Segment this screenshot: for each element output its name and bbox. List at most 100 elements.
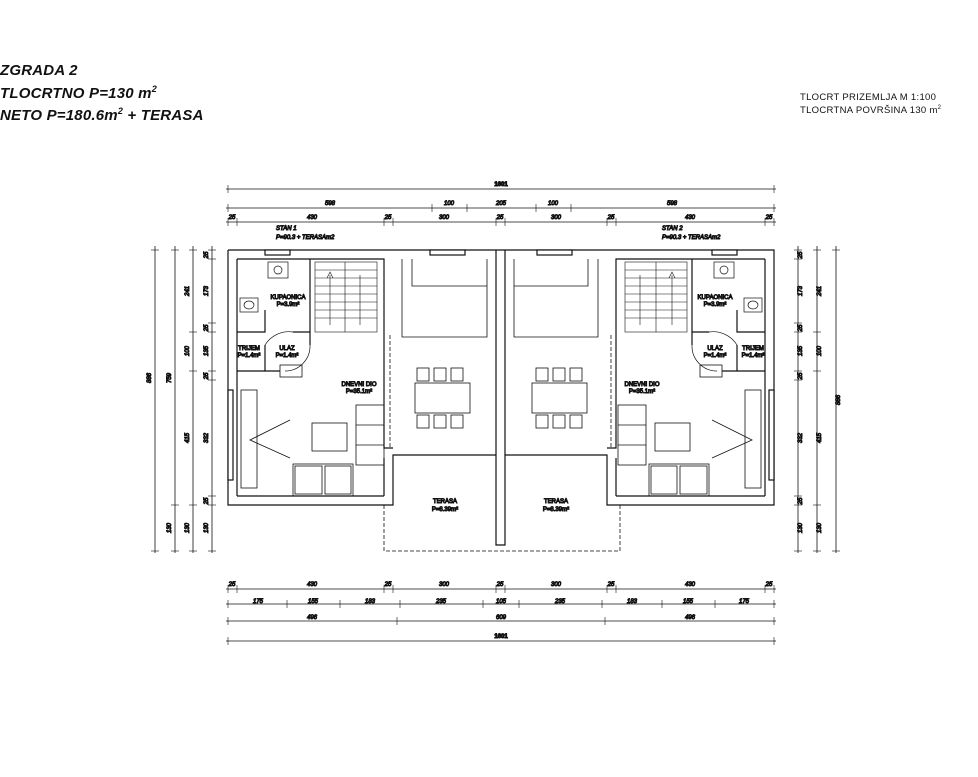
left-dim: 759	[167, 372, 173, 383]
left-dim: 130	[167, 522, 173, 533]
room-label: TERASA	[544, 499, 568, 505]
left-dim: 25	[204, 497, 210, 505]
bottom-dim: 496	[685, 615, 696, 621]
room-label: DNEVNI DIO	[341, 382, 376, 388]
bottom-dim: 25	[228, 582, 236, 588]
staircase-right	[624, 261, 688, 333]
right-dim: 886	[836, 394, 842, 405]
top-dim: 25	[765, 215, 773, 221]
top-dim: 430	[307, 215, 318, 221]
top-dim: 205	[495, 201, 507, 207]
top-dim: 300	[439, 215, 450, 221]
room-area: P=1.4m²	[704, 353, 727, 359]
room-label: KUPAONICA	[698, 295, 733, 301]
right-dim: 415	[817, 432, 823, 443]
right-dim: 173	[798, 285, 804, 296]
bottom-dim: 155	[683, 599, 694, 605]
bottom-dim: 235	[435, 599, 447, 605]
room-area: P=3.9m²	[704, 302, 727, 308]
top-dim: 300	[551, 215, 562, 221]
bottom-dim: 496	[307, 615, 318, 621]
room-area: P=3.9m²	[277, 302, 300, 308]
left-dim: 25	[204, 372, 210, 380]
unit-area: P=90.3 + TERASAm2	[276, 235, 335, 241]
bottom-dim: 235	[554, 599, 566, 605]
bottom-dim: 105	[496, 599, 507, 605]
room-area: P=8.39m²	[432, 507, 458, 513]
room-area: P=1.4m²	[742, 353, 765, 359]
bottom-dim: 183	[365, 599, 376, 605]
top-total-dim: 1601	[494, 182, 508, 188]
room-label: ULAZ	[707, 346, 723, 352]
bottom-dim: 175	[253, 599, 264, 605]
top-dim: 25	[607, 215, 615, 221]
top-dim: 25	[384, 215, 392, 221]
right-dim: 25	[798, 251, 804, 259]
right-dim: 130	[817, 522, 823, 533]
left-dim: 241	[185, 286, 191, 297]
bathroom-fixtures	[239, 261, 763, 372]
right-dim: 25	[798, 372, 804, 380]
top-dim: 100	[548, 201, 559, 207]
room-area: P=35.1m²	[629, 389, 655, 395]
staircase-left	[314, 261, 378, 333]
top-dim: 25	[228, 215, 236, 221]
room-area: P=1.4m²	[238, 353, 261, 359]
bottom-dim: 609	[496, 615, 507, 621]
plan-area-title: TLOCRTNO P=130 m2	[0, 84, 157, 102]
top-dim: 598	[667, 201, 678, 207]
left-dim: 415	[185, 432, 191, 443]
terrace-outline	[383, 335, 621, 552]
kitchen-left	[401, 259, 488, 429]
unit-title: STAN 1	[276, 226, 297, 232]
living-room-left	[240, 364, 385, 497]
bottom-total-dim: 1601	[494, 634, 508, 640]
room-label: TRIJEM	[742, 346, 764, 352]
left-dim: 332	[204, 432, 210, 443]
bottom-dim: 25	[607, 582, 615, 588]
plan-surface-label: TLOCRTNA POVRŠINA 130 m2	[800, 105, 942, 117]
bottom-dim: 183	[627, 599, 638, 605]
net-area-title: NETO P=180.6m2 + TERASA	[0, 106, 204, 124]
left-dim: 25	[204, 324, 210, 332]
right-dim: 241	[817, 286, 823, 297]
right-dim: 332	[798, 432, 804, 443]
room-label: ULAZ	[279, 346, 295, 352]
right-dim: 135	[798, 345, 804, 356]
right-dimension-chain	[794, 246, 840, 553]
right-dim: 130	[798, 522, 804, 533]
room-area: P=8.39m²	[543, 507, 569, 513]
left-dimension-chain	[151, 246, 216, 553]
plan-scale-label: TLOCRT PRIZEMLJA M 1:100	[800, 92, 937, 103]
bottom-dim: 25	[384, 582, 392, 588]
left-dim: 100	[185, 345, 191, 356]
bottom-dim: 155	[308, 599, 319, 605]
left-dim: 135	[204, 345, 210, 356]
unit-title: STAN 2	[662, 226, 683, 232]
right-dim: 25	[798, 324, 804, 332]
right-dim: 25	[798, 497, 804, 505]
left-dim: 886	[147, 372, 153, 383]
top-dim: 25	[496, 215, 504, 221]
bottom-dim: 300	[439, 582, 450, 588]
bottom-dim: 300	[551, 582, 562, 588]
bottom-dim: 25	[496, 582, 504, 588]
left-dim: 173	[204, 285, 210, 296]
bottom-dimension-chain	[226, 585, 776, 645]
living-room-right	[617, 364, 762, 497]
room-label: DNEVNI DIO	[624, 382, 659, 388]
kitchen-right	[513, 259, 599, 429]
building-walls	[227, 249, 775, 546]
bottom-dim: 430	[685, 582, 696, 588]
top-dim: 598	[325, 201, 336, 207]
top-dimension-chain	[226, 185, 776, 226]
top-dim: 430	[685, 215, 696, 221]
left-dim: 130	[185, 522, 191, 533]
room-area: P=1.4m²	[276, 353, 299, 359]
bottom-dim: 175	[739, 599, 750, 605]
room-label: KUPAONICA	[271, 295, 306, 301]
room-area: P=35.1m²	[346, 389, 372, 395]
room-label: TRIJEM	[238, 346, 260, 352]
unit-area: P=90.3 + TERASAm2	[662, 235, 721, 241]
